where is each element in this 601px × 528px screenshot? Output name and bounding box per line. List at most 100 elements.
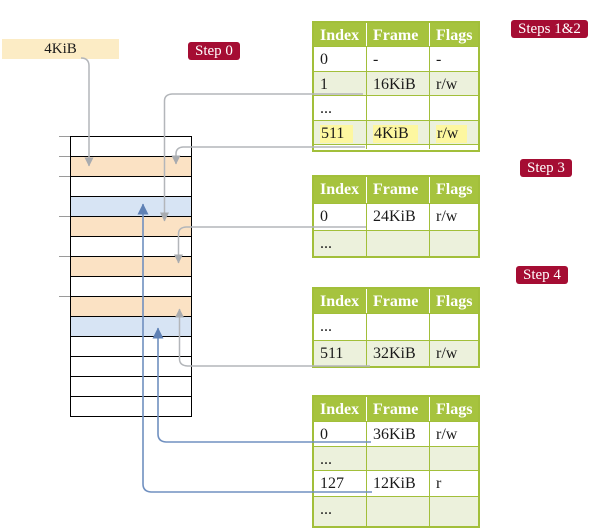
step-3-badge: Step 3 (520, 159, 572, 177)
table-cell: 12KiB (367, 471, 430, 496)
table-cell: ... (314, 96, 367, 120)
steps-1-2-badge: Steps 1&2 (511, 20, 588, 38)
table-cell: 0 (314, 422, 367, 446)
column-header-frame: Frame (367, 177, 430, 203)
table-cell (430, 497, 478, 526)
column-header-flags: Flags (436, 293, 473, 310)
memory-row-2-orange (71, 157, 191, 177)
table-cell (430, 96, 478, 120)
step-0-badge: Step 0 (188, 42, 240, 60)
memory-row-11-white (71, 337, 191, 357)
table-cell: 0 (314, 47, 367, 71)
memory-tick (59, 136, 70, 137)
table-cell (430, 314, 478, 340)
column-header-index: Index (314, 397, 367, 421)
memory-row-5-orange (71, 217, 191, 237)
table-cell (430, 447, 478, 471)
table-cell (367, 446, 430, 470)
memory-row-12-white (71, 357, 191, 377)
table-cell (314, 145, 367, 149)
step-4-badge: Step 4 (516, 266, 568, 284)
column-header-index: Index (314, 177, 367, 203)
table-cell: 24KiB (367, 204, 430, 230)
table-cell: r (436, 475, 442, 492)
memory-row-3-white (71, 177, 191, 197)
table-cell (367, 230, 430, 256)
table-cell: - (436, 51, 442, 68)
table-cell (367, 96, 430, 120)
step-0-label: Step 0 (195, 43, 233, 59)
table-cell: 511 (314, 340, 367, 366)
column-header-frame: Frame (367, 23, 430, 46)
table-cell: 16KiB (367, 71, 430, 95)
highlighted-value: r/w (436, 124, 468, 143)
table-cell: 36KiB (367, 422, 430, 446)
table-cell: 127 (314, 471, 367, 496)
table-cell: 32KiB (367, 340, 430, 366)
table-cell: ... (314, 446, 367, 470)
memory-row-10-blue (71, 317, 191, 337)
memory-row-8-white (71, 277, 191, 297)
column-header-index: Index (314, 289, 367, 313)
table-row: 0-- (314, 46, 478, 71)
table-cell: 0 (314, 204, 367, 230)
table-cell: r/w (430, 121, 478, 145)
table-cell (430, 145, 478, 149)
memory-row-13-white (71, 377, 191, 397)
steps-1-2-label: Steps 1&2 (518, 21, 581, 37)
table-row: ... (314, 229, 478, 257)
column-header-frame: Frame (367, 289, 430, 313)
column-header-flags: Flags (436, 27, 473, 44)
table-row: ... (314, 95, 478, 120)
memory-tick (59, 256, 70, 257)
memory-row-4-blue (71, 197, 191, 217)
table-cell (430, 231, 478, 257)
highlighted-value: 511 (320, 124, 354, 143)
clipped-row (314, 144, 478, 149)
table-cell: 1 (314, 71, 367, 95)
table-row: ... (314, 445, 478, 471)
column-header-flags: Flags (436, 181, 473, 198)
frame-size-label: 4KiB (44, 40, 77, 57)
memory-tick (59, 156, 70, 157)
table-row: 511 4KiB r/w (314, 119, 478, 145)
memory-row-7-orange (71, 257, 191, 277)
memory-row-9-orange (71, 297, 191, 317)
physical-memory-column (70, 136, 192, 417)
column-header-flags: Flags (436, 401, 473, 418)
table-cell: 511 (314, 120, 367, 144)
table-row: ... (314, 313, 478, 340)
table-cell: r/w (436, 208, 458, 225)
table-cell: r/w (436, 75, 458, 93)
table-cell (367, 145, 430, 149)
table-row: ... (314, 495, 478, 526)
step-4-label: Step 4 (523, 267, 561, 283)
table-cell: ... (314, 230, 367, 256)
memory-row-1-white (71, 137, 191, 157)
step-3-label: Step 3 (527, 160, 565, 176)
table-cell: 4KiB (367, 120, 430, 144)
table-cell: ... (314, 314, 367, 340)
table-cell: r/w (436, 426, 458, 443)
column-header-frame: Frame (367, 397, 430, 421)
memory-tick (59, 216, 70, 217)
table-cell: - (367, 47, 430, 71)
column-header-index: Index (314, 23, 367, 46)
frame-size-box: 4KiB (2, 39, 119, 59)
table-cell (367, 314, 430, 340)
table-cell: ... (314, 496, 367, 526)
